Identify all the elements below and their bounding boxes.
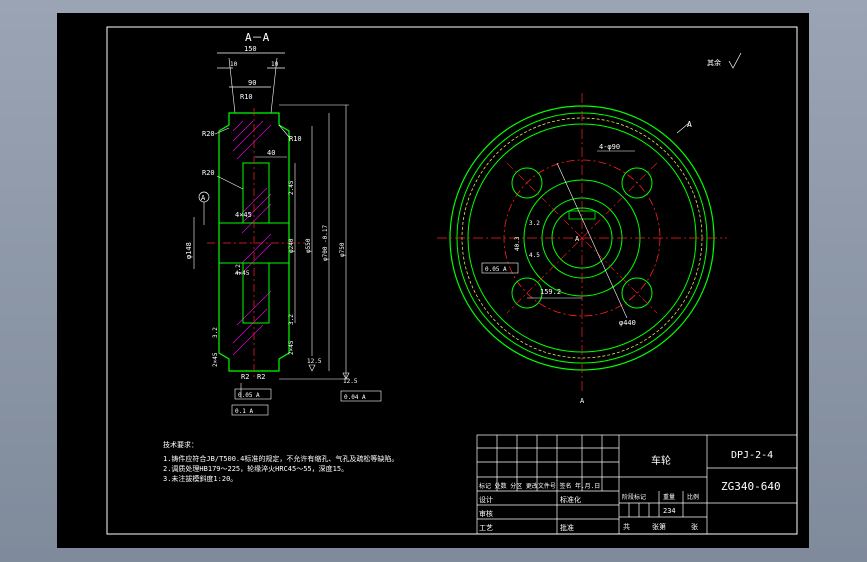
dim-r10a: R10 — [240, 93, 253, 101]
dim-s3: 3.2 — [288, 314, 295, 325]
keyway-width: 40.3 — [514, 236, 521, 251]
dim-d700: φ700 -0.17 — [322, 224, 329, 261]
center-label: A — [575, 235, 580, 243]
audit-label: 审核 — [479, 509, 493, 518]
tech-heading: 技术要求： — [163, 440, 198, 449]
material: ZG340-640 — [721, 480, 781, 493]
sheet-label-2: 张 — [691, 522, 698, 531]
tol-frame-1: 0.05 A — [238, 392, 260, 399]
front-tol-frame: 0.05 A — [485, 266, 507, 273]
dim-ch2: 4×45 — [235, 211, 252, 219]
dim-d240: φ240 — [288, 238, 295, 253]
dim-ch3: 4×45 — [235, 270, 250, 277]
dim-r20b: R20 — [202, 169, 215, 177]
datum-a-label: A — [201, 194, 206, 202]
dim-r2a: R2 — [241, 373, 249, 381]
pcd-callout: φ440 — [619, 319, 636, 327]
inner-border — [106, 26, 798, 535]
title-block — [476, 434, 798, 535]
tech-requirements: 技术要求： 1.铸件应符合JB/T500.4标准的规定，不允许有缩孔、气孔及疏松… — [163, 440, 398, 483]
weight-value: 234 — [663, 507, 676, 515]
tol-frame-3: 0.04 A — [344, 394, 366, 401]
front-section-mark-a: A — [687, 120, 692, 129]
scale-label: 比例 — [687, 493, 699, 501]
dim-r20a: R20 — [202, 130, 215, 138]
dim-10b: 10 — [271, 61, 279, 68]
dim-90: 90 — [248, 79, 256, 87]
roughness-note: 其余 — [707, 58, 721, 67]
dim-ch1: 2.45 — [288, 180, 295, 195]
tech-line-1: 1.铸件应符合JB/T500.4标准的规定，不允许有缩孔、气孔及疏松等缺陷。 — [163, 454, 398, 463]
bottom-section-mark: A — [580, 397, 585, 405]
dim-s4: 3.2 — [235, 264, 242, 275]
front-view: A 4-φ90 φ440 159.2 A A 40.3 3.2 4.5 0.05… — [437, 93, 727, 405]
sheet-label-1: 张第 — [652, 522, 666, 531]
design-label: 设计 — [479, 495, 493, 504]
dim-150: 150 — [244, 45, 257, 53]
keyway-roughness-1: 3.2 — [529, 220, 540, 227]
drawing-number: DPJ-2-4 — [731, 450, 773, 461]
part-name: 车轮 — [651, 454, 671, 467]
offset-dim: 159.2 — [540, 288, 561, 296]
dim-r10b: R10 — [289, 135, 302, 143]
dim-r2b: R2 — [257, 373, 265, 381]
tech-line-3: 3.未注拔模斜度1:20。 — [163, 474, 237, 483]
weight-label: 重量 — [663, 493, 675, 501]
keyway-roughness-2: 4.5 — [529, 252, 540, 259]
tol-frame-2: 0.1 A — [235, 408, 253, 415]
dim-10a: 10 — [230, 61, 238, 68]
drawing-sheet: A－A 150 10 10 90 R10 R20 R — [57, 13, 809, 548]
dim-d750: φ750 — [339, 242, 346, 257]
dim-ch5: 2×45 — [212, 352, 219, 367]
process-label: 工艺 — [479, 524, 493, 532]
holes-callout: 4-φ90 — [599, 143, 620, 151]
dim-s2: 12.5 — [307, 358, 322, 365]
dim-s1: 3.2 — [212, 327, 219, 338]
dim-ch4: 2×45 — [288, 340, 295, 355]
dim-bore: φ148 — [185, 242, 193, 259]
roughness-symbol-icon — [728, 52, 742, 69]
cad-drawing: A－A 150 10 10 90 R10 R20 R — [106, 26, 798, 535]
section-view: A－A 150 10 10 90 R10 R20 R — [185, 31, 382, 416]
dim-d550: φ550 — [305, 238, 312, 253]
dim-40: 40 — [267, 149, 275, 157]
total-label: 共 — [623, 522, 630, 531]
standardize-label: 标准化 — [560, 495, 581, 504]
section-title: A－A — [245, 31, 270, 44]
stage-label: 阶段标记 — [622, 493, 646, 501]
dim-s5: 12.5 — [343, 378, 358, 385]
tech-line-2: 2.调质处理HB179～225，轮缘淬火HRC45～55，深度15。 — [163, 464, 348, 473]
approve-label: 批准 — [560, 523, 574, 532]
revision-row: 标记 处数 分区 更改文件号 签名 年.月.日 — [479, 482, 600, 490]
